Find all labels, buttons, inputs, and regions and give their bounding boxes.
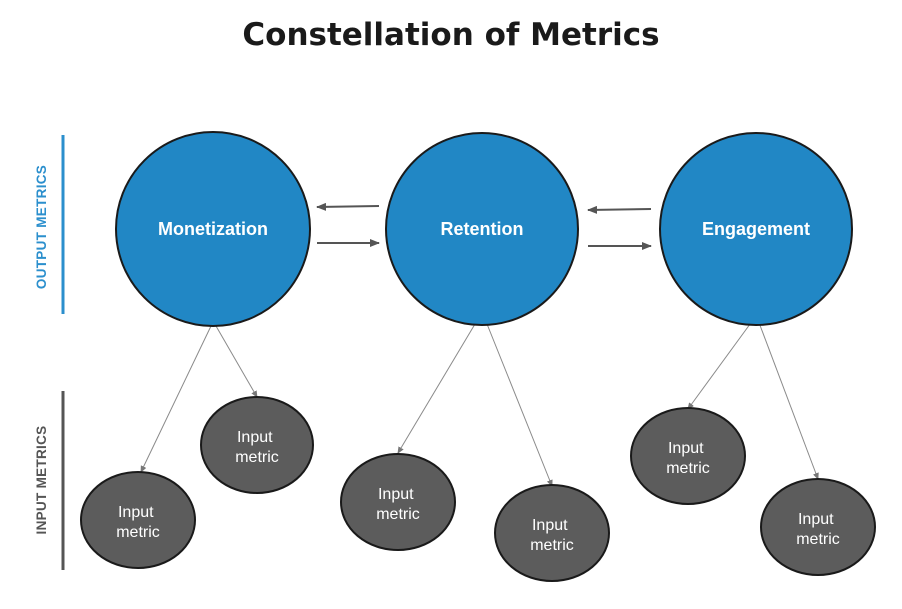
input-metric-circle [80, 471, 196, 569]
input-metrics-label: INPUT METRICS [34, 426, 49, 535]
input-metric-circle [200, 396, 314, 494]
output-metrics-label: OUTPUT METRICS [34, 165, 49, 289]
input-metric-line1: Input [118, 504, 154, 521]
input-metric-line1: Input [668, 440, 704, 457]
input-metric-label: Input metric [376, 486, 420, 523]
output-metric-retention: Retention [385, 132, 579, 326]
input-metric-node: Input metric [80, 471, 196, 569]
input-metric-line2: metric [530, 537, 574, 554]
input-metric-line1: Input [237, 429, 273, 446]
output-metric-engagement: Engagement [659, 132, 853, 326]
connector-line [484, 318, 553, 487]
input-metric-line2: metric [116, 524, 160, 541]
output-metric-circle [115, 131, 311, 327]
input-metric-node: Input metric [340, 453, 456, 551]
input-metric-label: Input metric [235, 429, 279, 466]
diagram-title: Constellation of Metrics [242, 17, 659, 53]
flow-arrow-engagement-to-retention [587, 205, 652, 214]
connector-line [687, 319, 754, 410]
output-metric-monetization: Monetization [115, 131, 311, 327]
input-metric-line1: Input [378, 486, 414, 503]
flow-arrow-retention-to-monetization [316, 202, 380, 211]
output-metric-circle [385, 132, 579, 326]
connector-lines [140, 318, 819, 487]
input-metric-node: Input metric [200, 396, 314, 494]
input-metric-circle [630, 407, 746, 505]
input-metric-line2: metric [235, 449, 279, 466]
input-metric-line1: Input [798, 511, 834, 528]
output-metric-circle [659, 132, 853, 326]
input-metric-label: Input metric [116, 504, 160, 541]
connector-line [397, 318, 479, 454]
output-metric-label: Monetization [158, 219, 268, 239]
input-metric-label: Input metric [530, 517, 574, 554]
flow-arrows [316, 202, 652, 250]
connector-line [757, 319, 819, 480]
input-metric-circle [760, 478, 876, 576]
input-metric-line2: metric [796, 531, 840, 548]
output-metric-label: Engagement [702, 219, 810, 239]
input-metric-node: Input metric [494, 484, 610, 582]
input-metric-line2: metric [666, 460, 710, 477]
input-metric-node: Input metric [760, 478, 876, 576]
input-metric-line1: Input [532, 517, 568, 534]
connector-line [140, 325, 212, 473]
input-metric-circle [494, 484, 610, 582]
input-metric-label: Input metric [796, 511, 840, 548]
input-metric-circle [340, 453, 456, 551]
input-metric-node: Input metric [630, 407, 746, 505]
input-metric-line2: metric [376, 506, 420, 523]
output-metric-label: Retention [441, 219, 524, 239]
connector-line [215, 325, 258, 398]
input-metric-label: Input metric [666, 440, 710, 477]
